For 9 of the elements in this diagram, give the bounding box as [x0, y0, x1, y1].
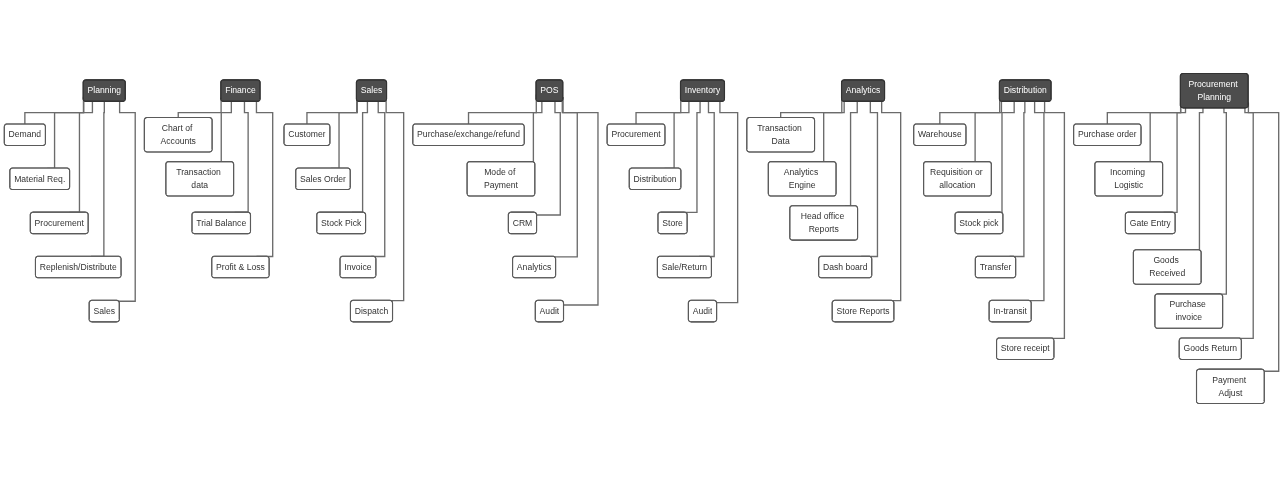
connector: [536, 101, 561, 216]
connector: [684, 101, 701, 214]
connector: [385, 100, 405, 302]
connector: [881, 101, 902, 302]
connector: [716, 101, 739, 304]
connector: [118, 101, 136, 302]
connector: [1043, 101, 1066, 340]
connector: [1239, 107, 1254, 340]
connector: [255, 101, 274, 258]
